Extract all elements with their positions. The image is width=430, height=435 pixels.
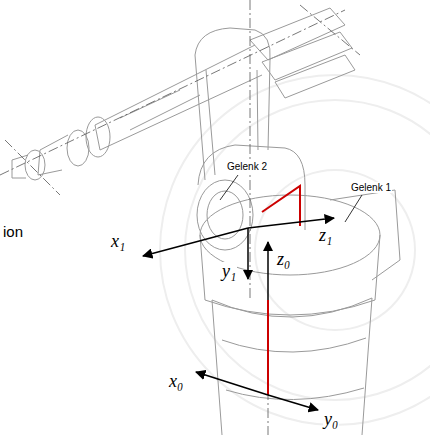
axis-label: y₀ [323, 410, 339, 430]
axis-label: x₁ [110, 232, 126, 252]
z0-axis-arrow [267, 242, 269, 300]
axis-label: z₀ [276, 250, 291, 270]
axis-centerline [0, 0, 360, 435]
y0-axis-arrow [268, 395, 318, 410]
axis-label: z₁ [318, 226, 333, 246]
link-line [262, 186, 300, 395]
joint-label: Gelenk 2 [226, 161, 268, 172]
axis-label: x₀ [168, 372, 184, 392]
joint-label: Gelenk 1 [350, 182, 392, 193]
leader-line [220, 175, 362, 222]
coordinate-frame [143, 218, 334, 410]
y1-axis-arrow [247, 228, 249, 279]
cut-off-text: ion [2, 224, 24, 241]
robot-outline [12, 8, 400, 435]
axis-label: y₁ [221, 262, 237, 282]
x0-axis-arrow [196, 372, 268, 395]
x1-axis-arrow [143, 228, 248, 256]
